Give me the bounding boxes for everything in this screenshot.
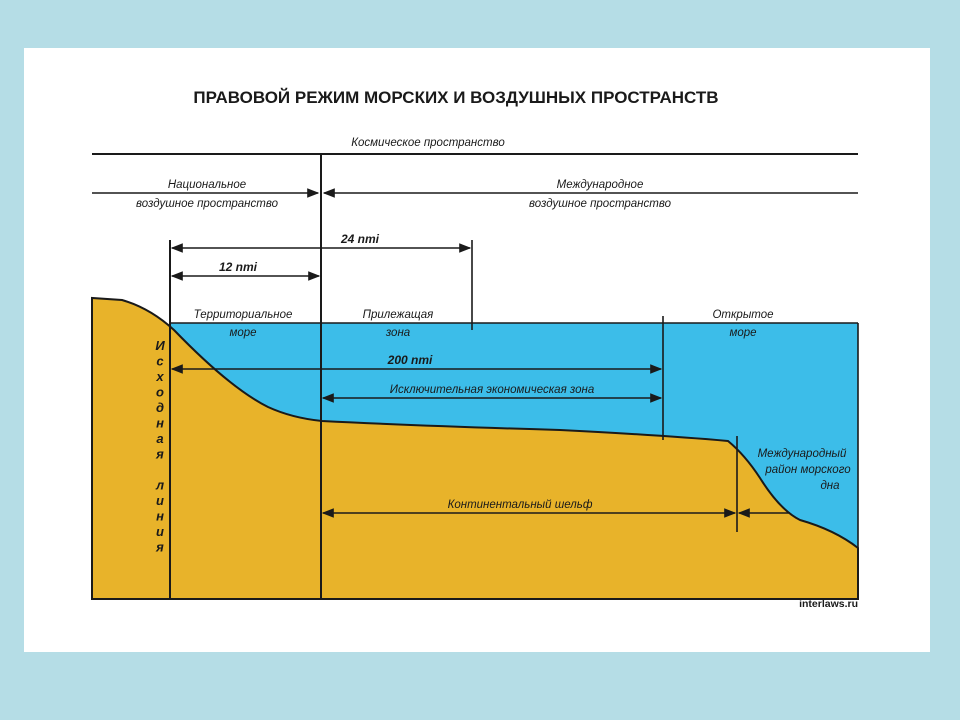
baseline-letter: и (156, 493, 164, 508)
national-airspace-label-1: Национальное (168, 179, 246, 191)
baseline-letter: н (156, 509, 164, 524)
baseline-letter: с (156, 354, 164, 369)
baseline-letter: я (155, 540, 164, 555)
outer-space-label: Космическое пространство (351, 137, 505, 149)
baseline-letter: о (156, 385, 164, 400)
baseline-letter: я (155, 447, 164, 462)
baseline-letter: и (156, 524, 164, 539)
diagram-title: ПРАВОВОЙ РЕЖИМ МОРСКИХ И ВОЗДУШНЫХ ПРОСТ… (193, 88, 718, 107)
baseline-letter: л (155, 478, 164, 493)
baseline-letter: х (155, 369, 164, 384)
eez-label: Исключительная экономическая зона (390, 384, 595, 396)
distance-24nmi-label: 24 nmi (340, 232, 380, 246)
distance-200nmi-label: 200 nmi (387, 353, 433, 367)
distance-12nmi-label: 12 nmi (219, 260, 258, 274)
continental-shelf-label: Континентальный шельф (448, 499, 593, 511)
baseline-letter: д (156, 400, 164, 415)
contiguous-zone-label-2: зона (385, 327, 410, 339)
seabed-area-label-3: дна (820, 480, 839, 492)
source-label: interlaws.ru (799, 598, 858, 610)
baseline-letter: И (155, 338, 165, 353)
seabed-area-label-2: район морского (764, 464, 851, 476)
open-sea-label-1: Открытое (712, 309, 773, 321)
international-airspace-label-1: Международное (557, 179, 644, 191)
national-airspace-label-2: воздушное пространство (136, 198, 279, 210)
baseline-letter: а (156, 431, 163, 446)
open-sea-label-2: море (729, 327, 756, 339)
territorial-sea-label-2: море (229, 327, 256, 339)
seabed-area-label-1: Международный (758, 448, 847, 460)
contiguous-zone-label-1: Прилежащая (363, 309, 434, 321)
territorial-sea-label-1: Территориальное (194, 309, 293, 321)
international-airspace-label-2: воздушное пространство (529, 198, 672, 210)
baseline-letter: н (156, 416, 164, 431)
